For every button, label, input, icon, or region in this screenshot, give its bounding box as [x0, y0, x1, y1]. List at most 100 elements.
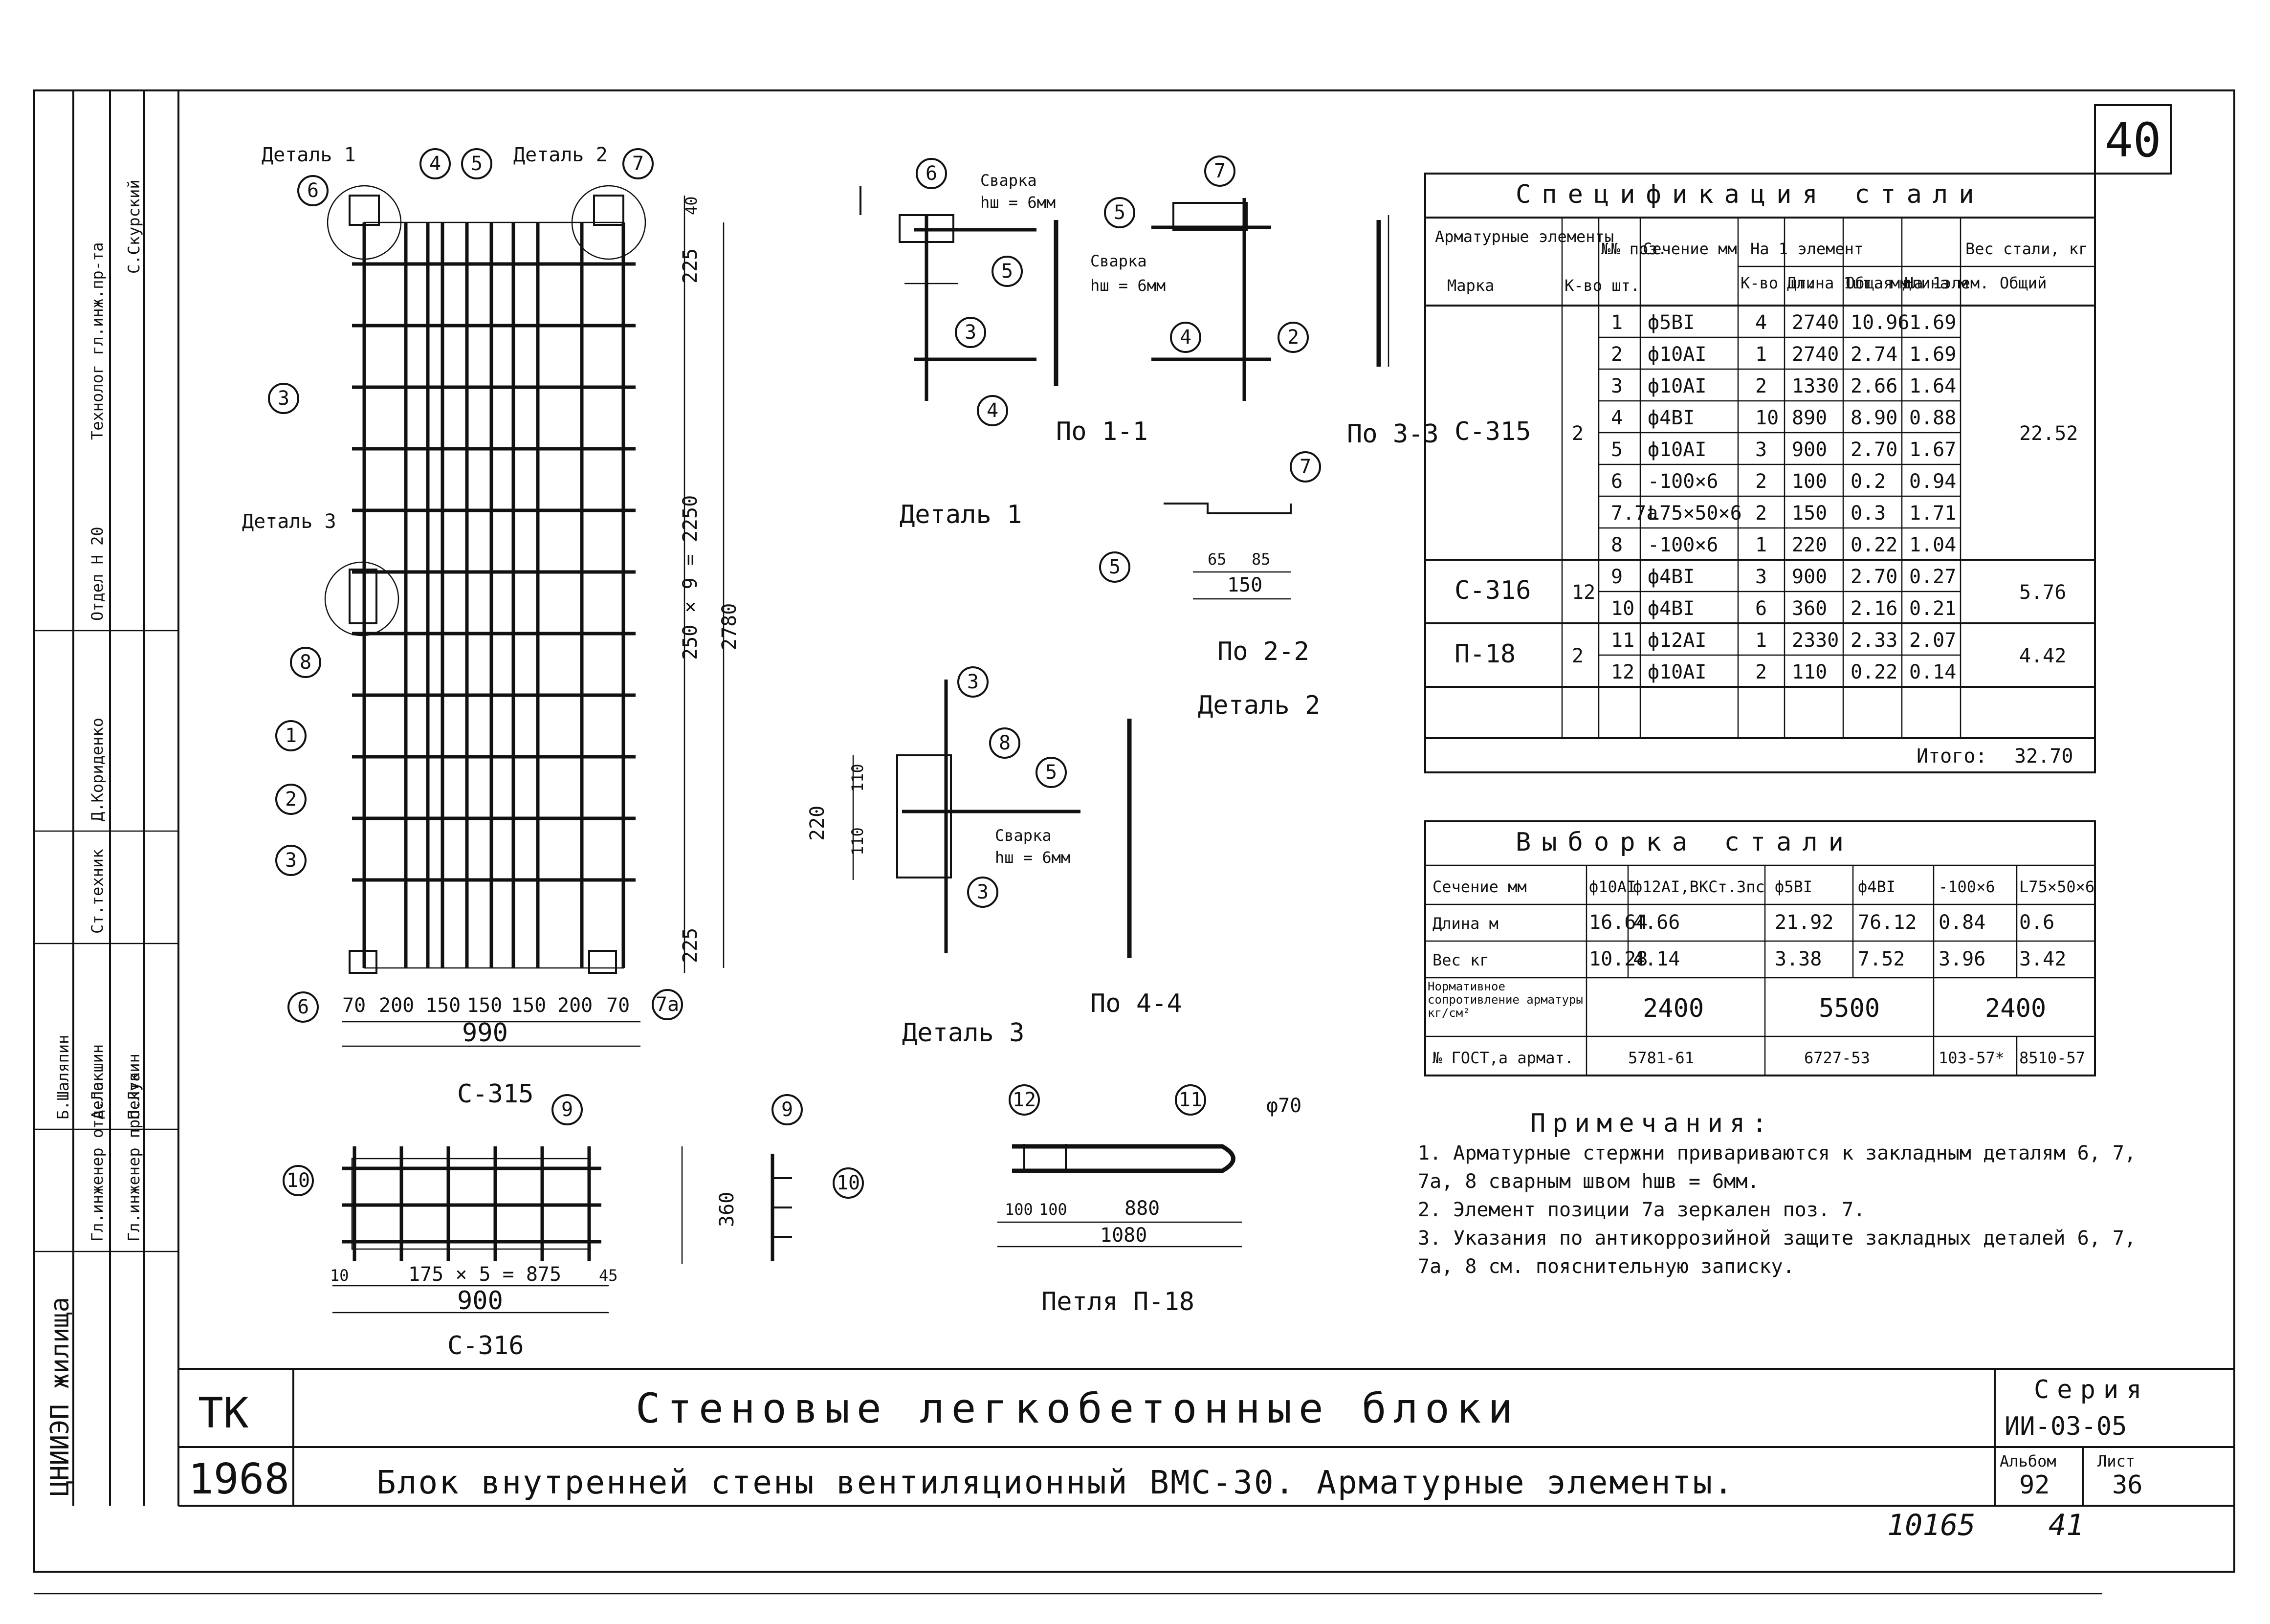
detail1-callout [327, 185, 402, 260]
dim-65: 65 [1208, 550, 1227, 569]
dim-900: 900 [457, 1286, 503, 1316]
callout-number: 4 [1180, 326, 1191, 349]
spec-cell: ф10АІ [1648, 343, 1706, 366]
stamp-name-5: С.Скурский [125, 179, 143, 274]
callout-number: 7 [1300, 456, 1311, 478]
position-callout: 4 [1170, 322, 1201, 353]
spec-cell: 12 [1611, 661, 1634, 683]
spec-h-lent: Общая длина м [1846, 274, 1968, 292]
label-detail1: Деталь 1 [262, 144, 356, 166]
spec-cell: 0.88 [1909, 407, 1956, 429]
stamp-name-1: Б.Шаляпин [54, 1035, 72, 1119]
spec-cell: 1.69 [1909, 343, 1956, 366]
spec-cell: 0.22 [1851, 534, 1897, 556]
spec-itogo-label: Итого: [1917, 745, 1987, 768]
spec-cell: 4 [1611, 407, 1623, 429]
position-callout: 10 [283, 1165, 314, 1196]
label-sec22: По 2-2 [1217, 637, 1309, 666]
detail3-callout [324, 561, 399, 636]
callout-number: 10 [837, 1172, 860, 1194]
spec-title: Спецификация стали [1516, 180, 1985, 209]
c316-side [681, 1146, 792, 1264]
left-stamp: ЦНИИЭП жилища Гл.инженер отдела Гл.инжен… [34, 90, 178, 1506]
spec-cell: ф12АІ [1648, 629, 1706, 652]
callout-circle [1278, 322, 1309, 353]
callout-number: 5 [1001, 260, 1013, 283]
vyb-col: -100×6 [1939, 878, 1995, 896]
spec-cell: ф10АІ [1648, 661, 1706, 683]
spec-itogo: 32.70 [2014, 745, 2073, 768]
vyb-wgt: 4.14 [1633, 948, 1680, 970]
callout-number: 7 [632, 153, 644, 175]
vyb-wgt: 3.42 [2019, 948, 2066, 970]
vyb-gost: 103-57* [1939, 1049, 2005, 1067]
dim-2780: 2780 [718, 603, 741, 650]
callout-circle [551, 1094, 583, 1125]
stamp-role-1: Гл.инженер отдела [88, 1081, 107, 1242]
dim-85: 85 [1252, 550, 1271, 569]
vyb-gost-label: № ГОСТ,а армат. [1433, 1049, 1574, 1067]
callout-number: 1 [285, 724, 297, 747]
vyb-wgt: 7.52 [1858, 948, 1905, 970]
callout-number: 2 [1287, 326, 1299, 349]
spec-cell: ф4ВІ [1648, 566, 1695, 588]
position-callout: 8 [989, 727, 1020, 759]
position-callout: 2 [1278, 322, 1309, 353]
dim-225-top: 225 [679, 248, 702, 284]
label-c315: С-315 [457, 1079, 534, 1109]
spec-cell: 11 [1611, 629, 1634, 652]
vyb-norm-label: Нормативное сопротивление арматуры кг/см… [1428, 980, 1583, 1020]
spec-cell: ф4ВІ [1648, 407, 1695, 429]
spec-qty: 2 [1572, 422, 1584, 445]
spec-h-sec: Сечение мм [1643, 240, 1737, 258]
spec-cell: 2.33 [1851, 629, 1897, 652]
spec-cell: 0.27 [1909, 566, 1956, 588]
position-callout: 3 [955, 317, 986, 348]
spec-cell: 110 [1792, 661, 1827, 683]
callout-number: 8 [999, 732, 1011, 754]
callout-circle [1104, 197, 1135, 228]
spec-cell: 2.70 [1851, 566, 1897, 588]
spec-h-len1: Длина 1шт. мм [1787, 274, 1909, 292]
position-callout: 3 [275, 845, 307, 876]
dim-990: 990 [462, 1018, 508, 1048]
label-detail2: Деталь 2 [513, 144, 608, 166]
spec-cell: 2330 [1792, 629, 1839, 652]
d1-hw: hш = 6мм [980, 193, 1056, 212]
callout-number: 7 [1214, 160, 1226, 182]
vyb-col: L75×50×6 [2019, 878, 2094, 896]
callout-circle [955, 317, 986, 348]
vyb-col: ф10АІ [1589, 878, 1636, 896]
callout-number: 3 [278, 387, 289, 410]
detail2-callout [571, 185, 646, 260]
titleblock-title2: Блок внутренней стены вентиляционный ВМС… [376, 1464, 1735, 1501]
spec-total: 5.76 [2019, 581, 2066, 604]
stamp-role-4: Технолог гл.инж.пр-та [88, 242, 107, 440]
label-sec11: По 1-1 [1056, 417, 1148, 446]
callout-circle [967, 877, 998, 908]
spec-cell: 10 [1611, 597, 1634, 620]
spec-cell: 2.70 [1851, 439, 1897, 461]
spec-cell: 2 [1755, 375, 1767, 397]
position-callout: 5 [1104, 197, 1135, 228]
dim-150: 150 [1227, 574, 1262, 596]
spec-qty: 2 [1572, 645, 1584, 667]
dim-175x5: 175 × 5 = 875 [408, 1263, 561, 1286]
callout-circle [1170, 322, 1201, 353]
note-3: 3. Указания по антикоррозийной защите за… [1418, 1227, 2137, 1278]
spec-cell: -100×6 [1648, 470, 1719, 493]
position-callout: 6 [287, 991, 319, 1023]
spec-total: 4.42 [2019, 645, 2066, 667]
position-callout: 8 [290, 647, 321, 678]
callout-number: 2 [285, 788, 297, 811]
spec-cell: 360 [1792, 597, 1827, 620]
callout-circle [1175, 1084, 1206, 1116]
callout-number: 4 [429, 153, 441, 175]
spec-cell: 10.96 [1851, 311, 1909, 334]
position-callout: 5 [1099, 551, 1130, 583]
spec-cell: 150 [1792, 502, 1827, 525]
vyb-wgt: 3.38 [1775, 948, 1822, 970]
callout-circle [652, 989, 683, 1020]
list-label: Лист [2097, 1452, 2135, 1470]
